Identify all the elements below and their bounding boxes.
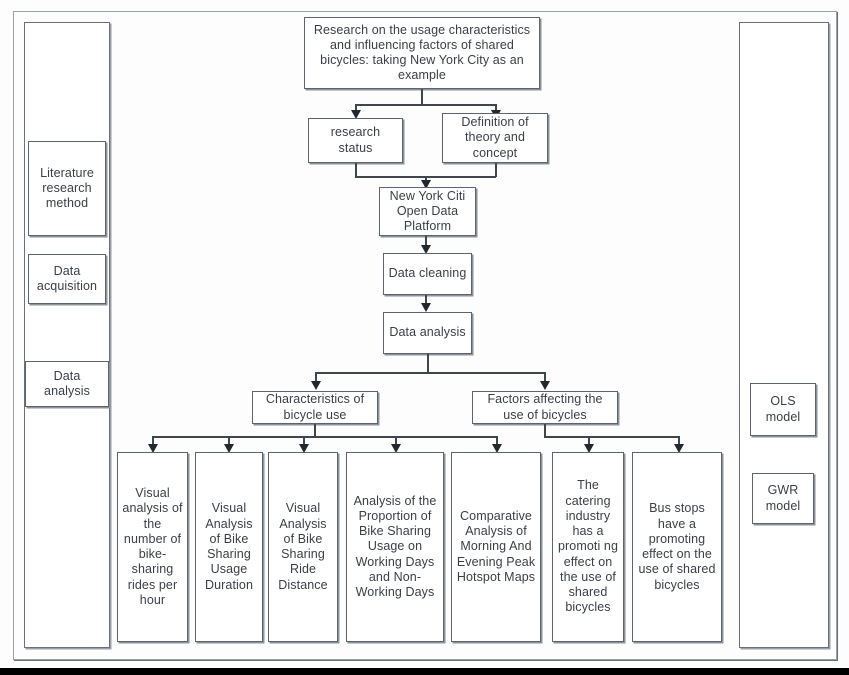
leaf-ride-distance[interactable]: Visual Analysis of Bike Sharing Ride Dis… [268,452,338,642]
left-stage-column [24,22,110,648]
connector-characteristics-stem [314,424,316,437]
stage-data-analysis[interactable]: Data analysis [25,361,109,407]
connector-leaf-6 [588,436,590,447]
leaf-bus-stops-label: Bus stops have a promoting effect on the… [638,501,716,592]
arrow-to-factors [539,381,550,390]
bottom-black-bar [0,668,849,675]
box-characteristics-of-bicycle-use[interactable]: Characteristics of bicycle use [252,391,378,424]
stage-literature-research-method-label: Literature research method [40,165,94,211]
leaf-ride-distance-label: Visual Analysis of Bike Sharing Ride Dis… [278,501,328,592]
title-box[interactable]: Research on the usage characteristics an… [304,17,540,89]
connector-cleaning-to-analysis [425,295,427,306]
connector-leaf-3 [303,436,305,447]
box-nyc-open-data-platform[interactable]: New York Citi Open Data Platform [379,187,476,236]
connector-factors-stem [544,424,546,437]
arrow-leaf-4 [390,444,401,453]
connector-title-to-research-status [355,104,357,112]
connector-title-to-definition [495,104,497,112]
box-data-analysis-label: Data analysis [389,325,466,340]
stage-data-acquisition-label: Data acquisition [36,263,98,293]
connector-leaf-1 [152,436,154,447]
box-characteristics-of-bicycle-use-label: Characteristics of bicycle use [265,392,365,422]
stage-literature-research-method[interactable]: Literature research method [28,141,106,236]
connector-platform-to-cleaning [425,236,427,247]
connector-leaf-4 [395,436,397,447]
arrow-leaf-3 [298,444,309,453]
arrow-title-to-research-status [350,110,361,119]
box-definition-theory-concept-label: Definition of theory and concept [461,115,529,160]
box-data-cleaning[interactable]: Data cleaning [383,253,472,295]
arrow-leaf-2 [223,444,234,453]
connector-definition-down [495,163,497,177]
leaf-rides-per-hour-label: Visual analysis of the number of bike-sh… [122,486,183,607]
model-ols[interactable]: OLS model [750,383,816,436]
leaf-catering-industry[interactable]: The catering industry has a promoti ng e… [552,452,624,642]
model-ols-label: OLS model [765,394,801,424]
box-data-analysis[interactable]: Data analysis [383,312,472,354]
box-nyc-open-data-platform-label: New York Citi Open Data Platform [389,188,466,234]
box-definition-theory-concept[interactable]: Definition of theory and concept [442,113,548,163]
leaf-bus-stops[interactable]: Bus stops have a promoting effect on the… [632,452,722,642]
connector-to-factors [544,372,546,383]
connector-merge-to-platform [425,176,427,182]
title-box-label: Research on the usage characteristics an… [313,22,531,83]
leaf-usage-duration[interactable]: Visual Analysis of Bike Sharing Usage Du… [195,452,263,642]
box-research-status-label: research status [330,125,381,155]
box-data-cleaning-label: Data cleaning [388,266,467,281]
connector-title-bus [355,104,496,106]
leaf-peak-hotspot-maps[interactable]: Comparative Analysis of Morning And Even… [451,452,541,642]
arrow-platform-to-cleaning [420,245,431,254]
connector-characteristics-bus [152,436,497,438]
connector-leaf-2 [228,436,230,447]
arrow-cleaning-to-analysis [420,303,431,312]
arrow-to-characteristics [310,381,321,390]
arrow-leaf-1 [147,444,158,453]
arrow-leaf-5 [491,444,502,453]
connector-research-status-down [355,163,357,177]
connector-title-stem [421,89,423,105]
connector-analysis-bus [315,372,545,374]
arrow-merge-to-platform [420,180,431,189]
arrow-leaf-6 [583,444,594,453]
leaf-working-nonworking-days[interactable]: Analysis of the Proportion of Bike Shari… [346,452,444,642]
leaf-working-nonworking-days-label: Analysis of the Proportion of Bike Shari… [353,493,437,600]
stage-data-acquisition[interactable]: Data acquisition [28,254,106,304]
box-factors-affecting-use-of-bicycles-label: Factors affecting the use of bicycles [487,392,603,422]
model-gwr[interactable]: GWR model [752,473,814,524]
leaf-peak-hotspot-maps-label: Comparative Analysis of Morning And Even… [456,508,536,584]
connector-leaf-5 [496,436,498,447]
connector-factors-bus [544,436,679,438]
model-gwr-label: GWR model [765,483,801,513]
page-frame [13,11,837,660]
stage-data-analysis-label: Data analysis [44,368,90,398]
box-factors-affecting-use-of-bicycles[interactable]: Factors affecting the use of bicycles [472,391,618,424]
connector-to-characteristics [315,372,317,383]
connector-analysis-stem [427,354,429,373]
arrow-leaf-7 [673,444,684,453]
leaf-catering-industry-label: The catering industry has a promoti ng e… [557,478,619,615]
connector-leaf-7 [678,436,680,447]
leaf-usage-duration-label: Visual Analysis of Bike Sharing Usage Du… [204,501,254,592]
right-model-column [739,22,829,648]
leaf-rides-per-hour[interactable]: Visual analysis of the number of bike-sh… [117,452,188,642]
box-research-status[interactable]: research status [308,118,403,163]
